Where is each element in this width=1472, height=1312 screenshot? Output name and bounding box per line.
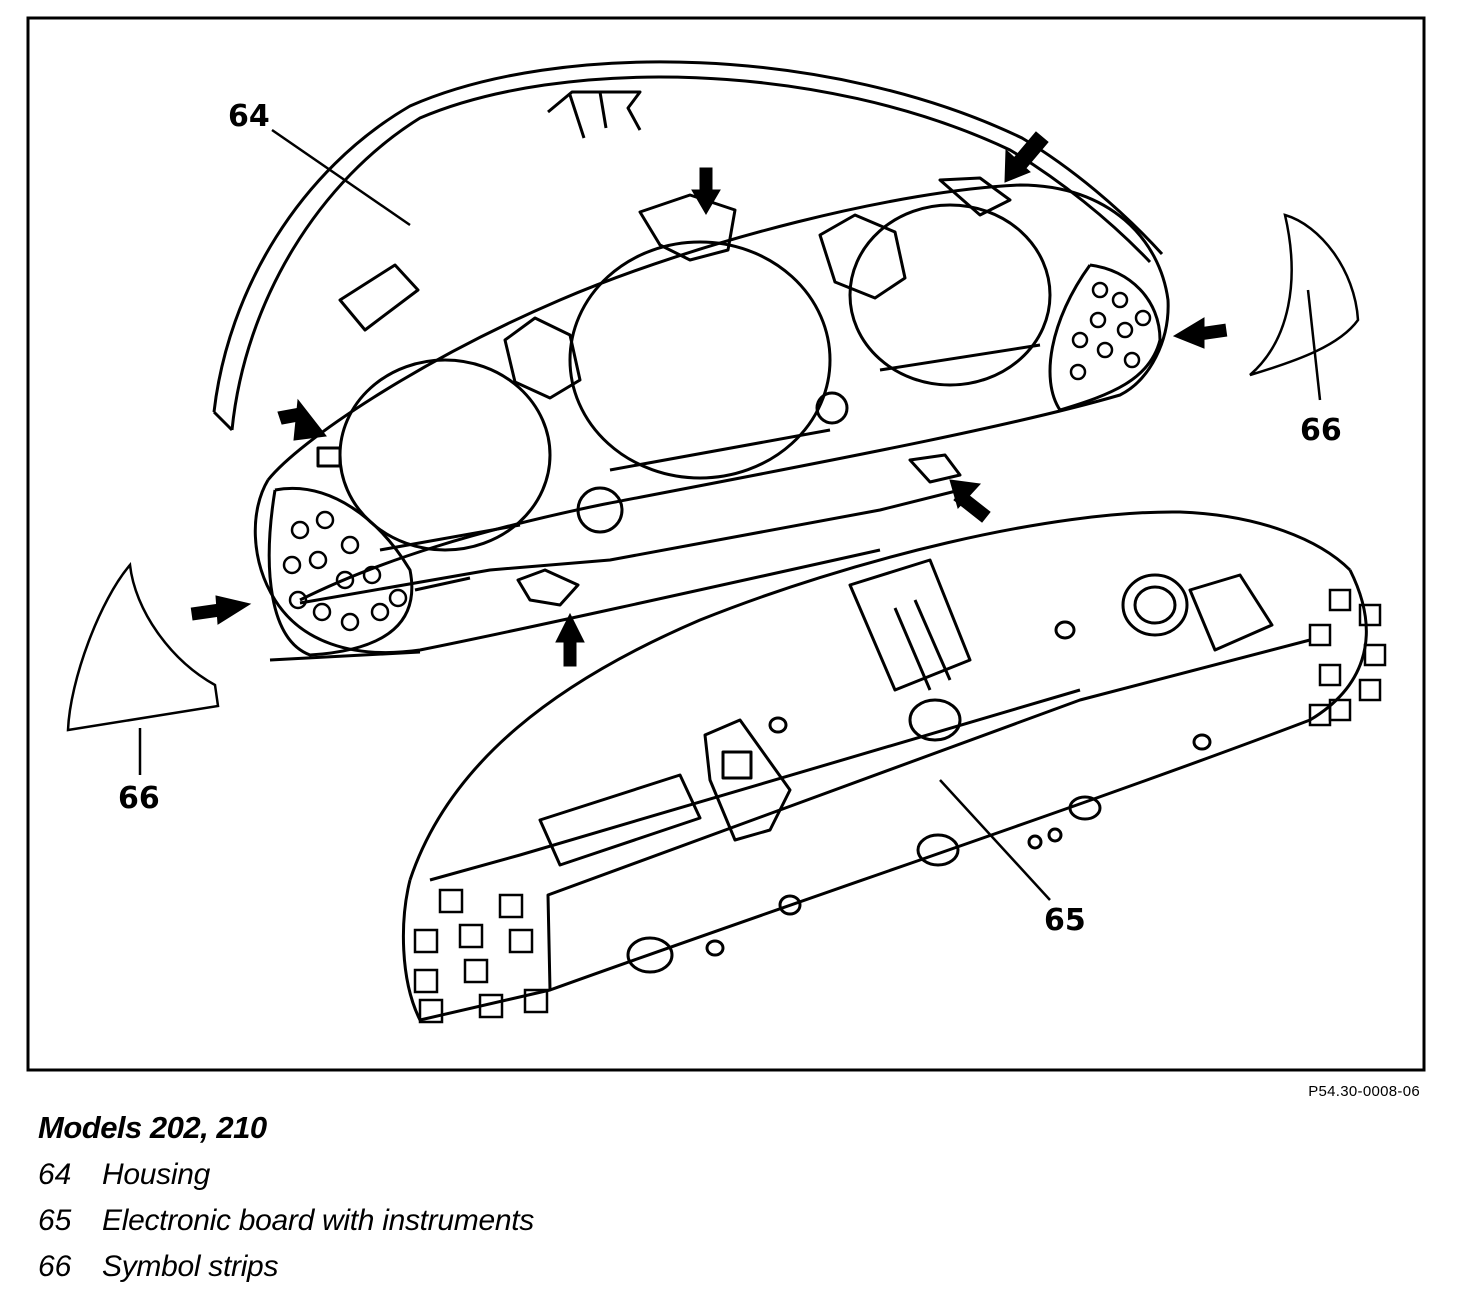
callout-65: 65 [1044,903,1086,938]
legend-title: Models 202, 210 [38,1110,267,1145]
legend: Models 202, 210 64 Housing 65 Electronic… [38,1110,838,1290]
callout-64: 64 [228,99,270,134]
callout-66-left: 66 [118,781,160,816]
board-65 [401,510,1368,1022]
legend-item-label: Symbol strips [102,1250,279,1283]
assembly-arrows [190,131,1228,667]
legend-item: 64 Housing [38,1152,838,1198]
board-terminals [413,588,1387,1024]
legend-item-number: 66 [38,1250,72,1283]
reference-code: P54.30-0008-06 [1308,1083,1420,1100]
symbol-strip-right [1249,213,1360,401]
legend-item: 65 Electronic board with instruments [38,1198,838,1244]
housing-64 [212,60,1170,662]
legend-item-label: Housing [102,1158,210,1191]
legend-item-number: 65 [38,1204,72,1237]
callout-66-right: 66 [1300,413,1342,448]
diagram-frame [26,16,1426,1072]
housing-symbols [282,281,1152,632]
legend-item: 66 Symbol strips [38,1244,838,1290]
legend-item-number: 64 [38,1158,72,1191]
symbol-strip-left [66,562,220,775]
legend-item-label: Electronic board with instruments [102,1204,534,1237]
